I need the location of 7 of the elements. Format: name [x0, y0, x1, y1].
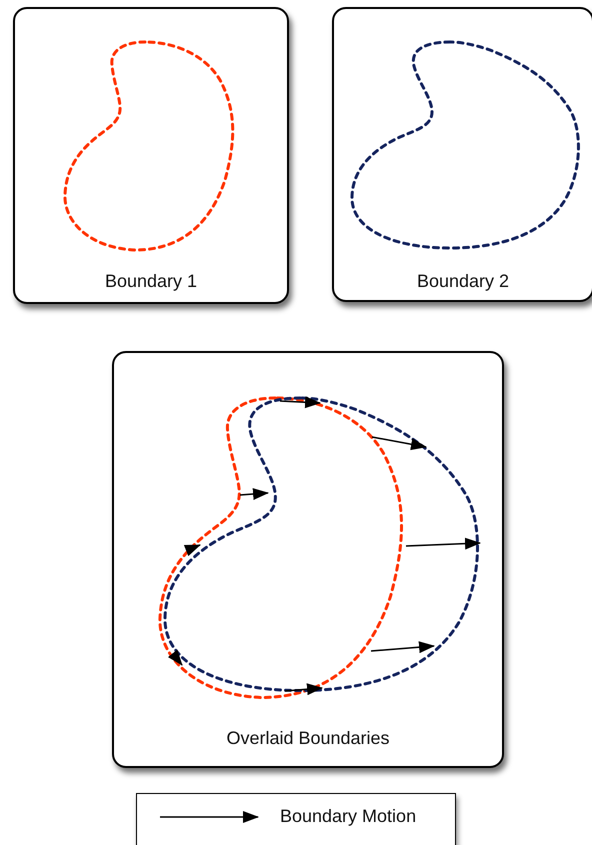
panel-card	[112, 351, 504, 768]
panel-caption: Boundary 1	[104, 271, 198, 291]
panel-card	[332, 7, 592, 302]
legend-text: Boundary Motion	[280, 806, 416, 827]
panel-caption: Boundary 2	[416, 271, 510, 291]
panel-caption: Overlaid Boundaries	[226, 728, 390, 748]
panel-card	[13, 7, 289, 304]
